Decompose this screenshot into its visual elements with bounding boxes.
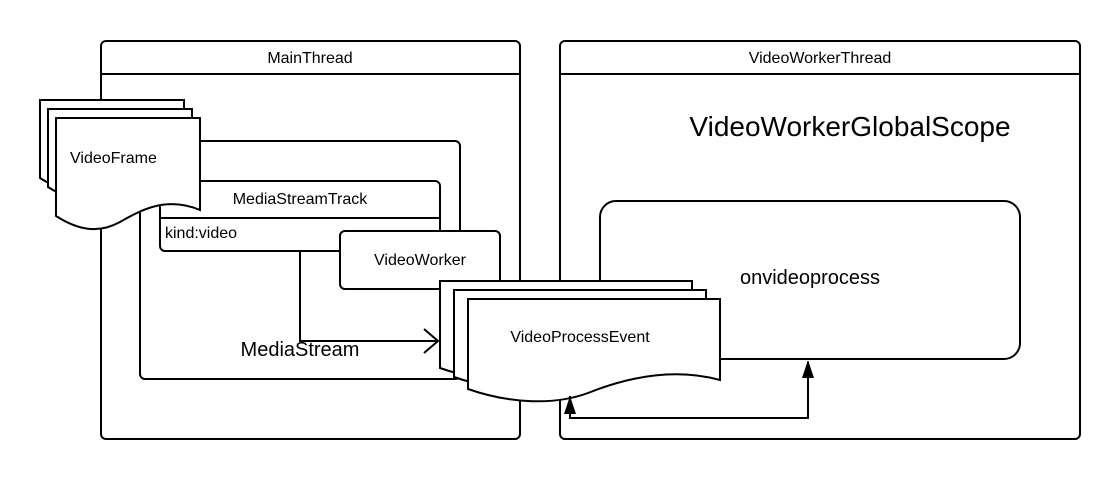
video-process-event-label: VideoProcessEvent	[510, 329, 650, 346]
handler-arrowhead	[802, 360, 814, 378]
global-scope-label: VideoWorkerGlobalScope	[689, 111, 1010, 142]
video-frame-stack: VideoFrame	[39, 99, 201, 231]
media-stream-label: MediaStream	[241, 339, 360, 361]
video-frame-label: VideoFrame	[70, 150, 157, 167]
track-kind-label: kind:video	[165, 225, 237, 242]
video-process-event-stack: VideoProcessEvent	[439, 280, 721, 403]
worker-thread-title: VideoWorkerThread	[749, 50, 892, 67]
video-worker-label: VideoWorker	[374, 252, 467, 269]
video-worker-box: VideoWorker	[339, 230, 501, 290]
main-thread-title: MainThread	[267, 50, 352, 67]
track-to-event-arrowhead	[423, 328, 440, 354]
onvideoprocess-label: onvideoprocess	[740, 267, 880, 289]
media-stream-track-label: MediaStreamTrack	[233, 191, 369, 208]
event-arrowhead	[564, 396, 576, 414]
track-to-event-arrow	[299, 251, 438, 342]
